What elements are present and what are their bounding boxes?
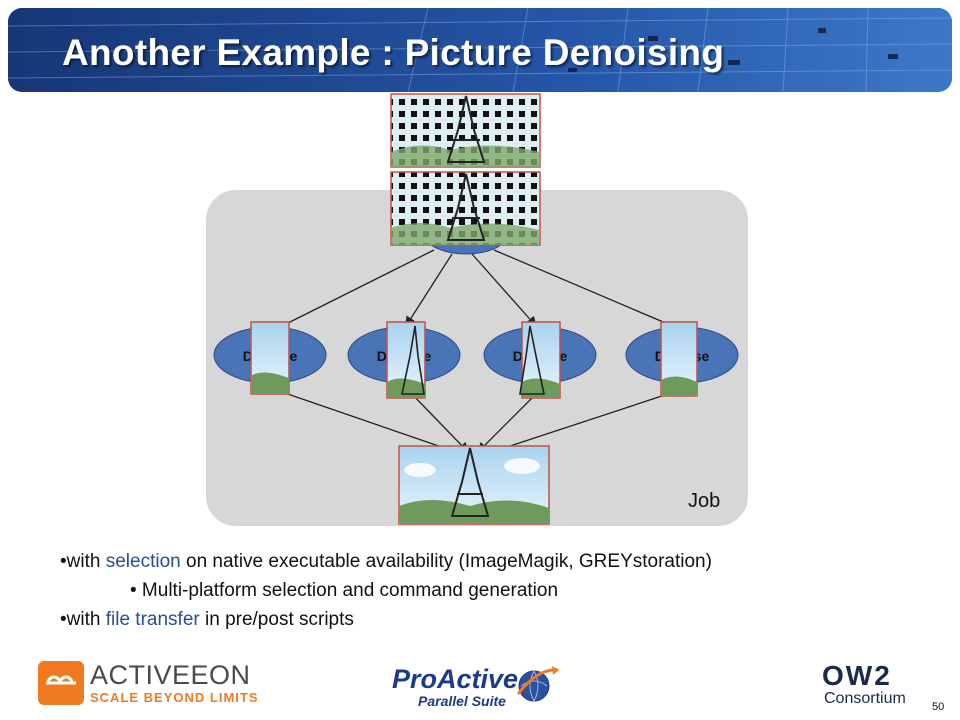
image-slice-1: [250, 321, 290, 395]
bullet-mark: •: [60, 609, 67, 630]
proactive-subtitle: Parallel Suite: [418, 693, 506, 709]
activeeon-tagline: SCALE BEYOND LIMITS: [90, 690, 259, 705]
activeeon-logo-icon: [38, 661, 84, 705]
bullet-text-post: on native executable availability (Image…: [180, 551, 712, 572]
split-arrows: [272, 249, 684, 332]
bullet-multiplatform: • Multi-platform selection and command g…: [130, 580, 558, 602]
noisy-image-top: [390, 93, 541, 168]
circuit-background: [8, 8, 952, 92]
title-banner: Another Example : Picture Denoising: [8, 8, 952, 92]
bullet-mark: •: [60, 551, 67, 572]
image-slice-4: [660, 321, 698, 397]
highlight-file-transfer: file transfer: [105, 609, 200, 630]
ow2-subtitle: Consortium: [824, 690, 906, 707]
bullet-text: Multi-platform selection and command gen…: [136, 580, 559, 601]
bullet-text-pre: with: [66, 551, 106, 572]
page-number: 50: [932, 701, 945, 713]
bullet-text-post: in pre/post scripts: [199, 609, 354, 630]
page-title: Another Example : Picture Denoising: [62, 32, 725, 73]
image-slice-2: [386, 321, 426, 399]
activeeon-name: ACTIVEEON: [90, 660, 251, 690]
job-label: Job: [688, 490, 721, 512]
highlight-selection: selection: [105, 551, 181, 572]
bullet-file-transfer: •with file transfer in pre/post scripts: [60, 609, 354, 631]
denoised-output-image: [398, 445, 550, 525]
noisy-image-second: [390, 171, 541, 246]
bullet-selection: •with selection on native executable ava…: [60, 551, 712, 573]
ow2-name: OW2: [822, 660, 892, 691]
globe-icon: [516, 666, 559, 702]
bullet-text-pre: with: [66, 609, 106, 630]
image-slice-3: [519, 321, 561, 399]
proactive-name: ProActive: [392, 664, 519, 694]
merge-arrows: [275, 389, 681, 457]
bullet-mark: •: [130, 580, 137, 601]
